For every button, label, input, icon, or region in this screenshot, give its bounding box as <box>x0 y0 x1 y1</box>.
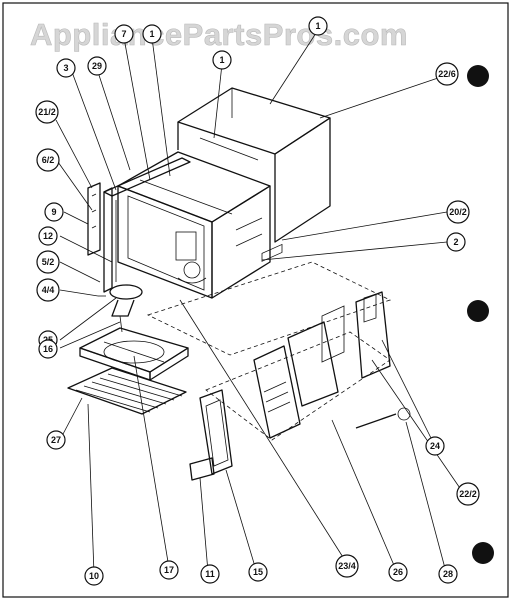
punch-hole-middle <box>467 300 489 322</box>
callout-11[interactable]: 11 <box>200 564 220 584</box>
callout-6-2-label: 6/2 <box>42 155 55 165</box>
callout-3[interactable]: 3 <box>56 58 76 78</box>
callout-29[interactable]: 29 <box>87 56 107 76</box>
callout-1-b[interactable]: 1 <box>212 50 232 70</box>
callout-29-label: 29 <box>92 61 102 71</box>
callout-21-2[interactable]: 21/2 <box>35 100 59 124</box>
callout-21-2-label: 21/2 <box>38 107 56 117</box>
leader-lines <box>55 29 465 575</box>
callout-27-label: 27 <box>51 435 61 445</box>
small-label-plate <box>189 457 215 481</box>
watermark-text: AppliancePartsPros.com <box>30 17 408 52</box>
callout-17[interactable]: 17 <box>159 560 179 580</box>
keypad-board <box>253 243 301 439</box>
punch-hole-top <box>467 65 489 87</box>
callout-16-label: 16 <box>43 344 53 354</box>
turntable-motor-assembly <box>98 284 143 333</box>
callout-11-label: 11 <box>205 569 215 579</box>
callout-4-4[interactable]: 4/4 <box>36 278 60 302</box>
callout-27[interactable]: 27 <box>46 430 66 450</box>
callout-23-4[interactable]: 23/4 <box>335 554 359 578</box>
callout-28[interactable]: 28 <box>438 564 458 584</box>
callout-23-4-label: 23/4 <box>338 561 356 571</box>
callout-1-c-label: 1 <box>315 21 320 31</box>
callout-2-label: 2 <box>453 237 458 247</box>
callout-26[interactable]: 26 <box>388 562 408 582</box>
callout-1-c[interactable]: 1 <box>308 16 328 36</box>
callout-24[interactable]: 24 <box>425 436 445 456</box>
control-pcb <box>287 305 345 407</box>
callout-3-label: 3 <box>63 63 68 73</box>
oven-cavity <box>117 151 271 299</box>
callout-4-4-label: 4/4 <box>42 285 55 295</box>
callout-10-label: 10 <box>89 571 99 581</box>
callout-10[interactable]: 10 <box>84 566 104 586</box>
callout-5-2-label: 5/2 <box>42 257 55 267</box>
callout-20-2-label: 20/2 <box>449 207 467 217</box>
callout-2[interactable]: 2 <box>446 232 466 252</box>
front-frame <box>103 157 191 293</box>
callout-15-label: 15 <box>253 567 263 577</box>
callout-1-a[interactable]: 1 <box>142 24 162 44</box>
side-bracket <box>355 291 391 379</box>
callout-15[interactable]: 15 <box>248 562 268 582</box>
callout-20-2[interactable]: 20/2 <box>446 200 470 224</box>
callout-9[interactable]: 9 <box>44 202 64 222</box>
callout-12[interactable]: 12 <box>38 226 58 246</box>
callout-22-6-label: 22/6 <box>438 69 456 79</box>
callout-22-2-label: 22/2 <box>459 489 477 499</box>
bottom-tray <box>79 327 189 381</box>
punch-hole-bottom <box>472 542 494 564</box>
callout-12-label: 12 <box>43 231 53 241</box>
callout-24-label: 24 <box>430 441 440 451</box>
callout-7-label: 7 <box>121 29 126 39</box>
callout-17-label: 17 <box>164 565 174 575</box>
callout-1-a-label: 1 <box>149 29 154 39</box>
callout-7[interactable]: 7 <box>114 24 134 44</box>
callout-16[interactable]: 16 <box>38 339 58 359</box>
callout-6-2[interactable]: 6/2 <box>36 148 60 172</box>
base-plate-outline <box>146 261 392 356</box>
callout-28-label: 28 <box>443 569 453 579</box>
cabinet-wrapper <box>177 87 331 243</box>
callout-22-2[interactable]: 22/2 <box>456 482 480 506</box>
callout-5-2[interactable]: 5/2 <box>36 250 60 274</box>
callout-1-b-label: 1 <box>219 55 224 65</box>
control-panel-face <box>199 389 233 475</box>
filter-grille <box>67 367 187 415</box>
callout-26-label: 26 <box>393 567 403 577</box>
hinge-strip <box>87 182 101 256</box>
callout-22-6[interactable]: 22/6 <box>435 62 459 86</box>
latch-spring <box>355 407 411 429</box>
callout-9-label: 9 <box>51 207 56 217</box>
